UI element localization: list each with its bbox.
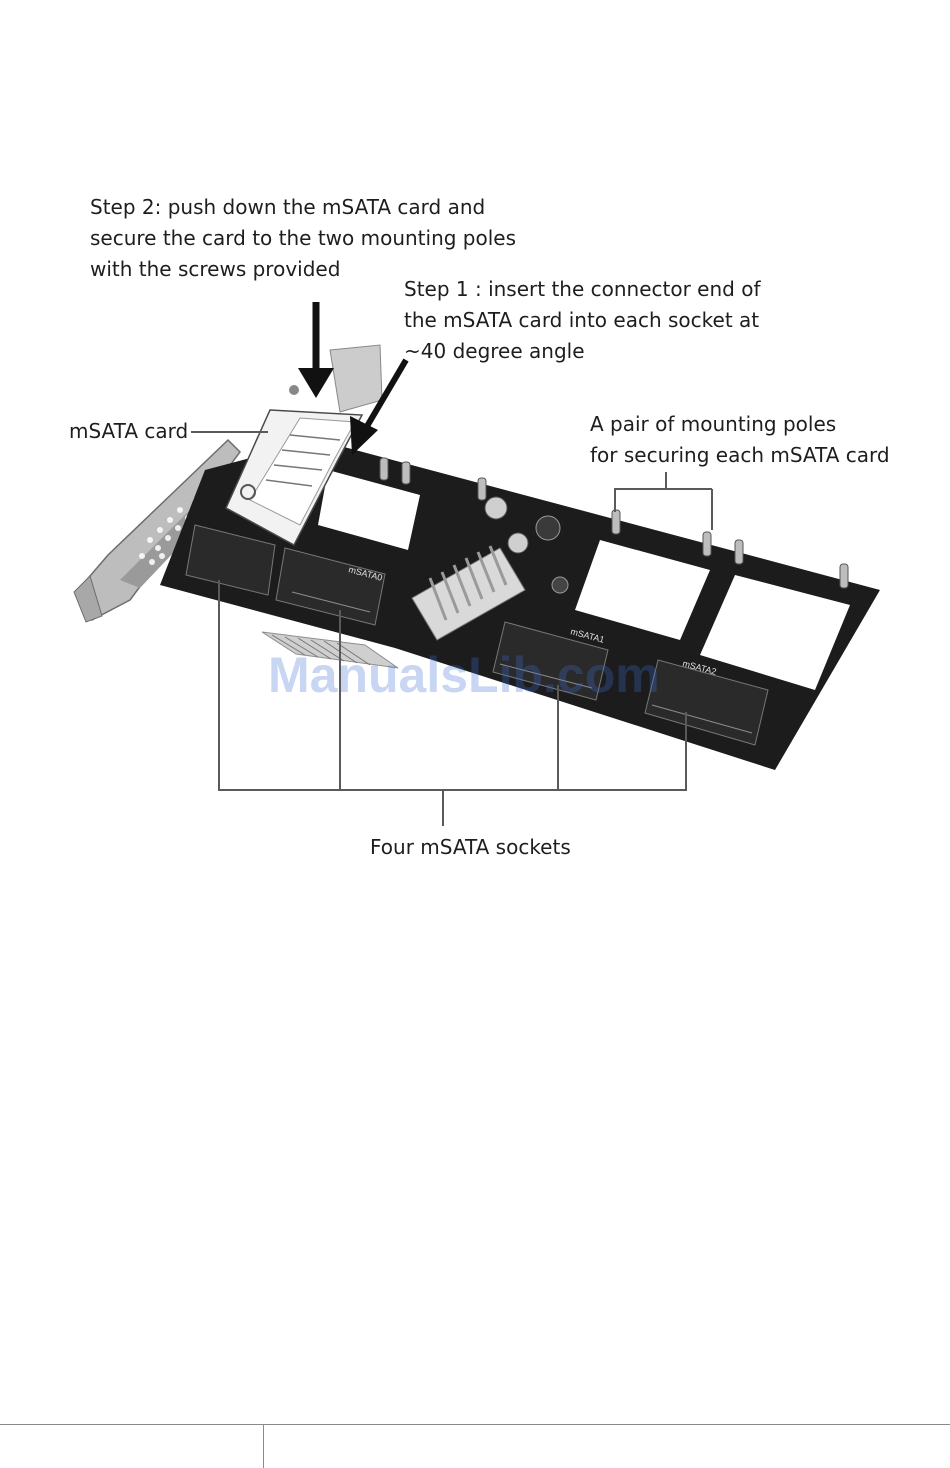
msata-card-label: mSATA card [69,419,189,443]
footer-divider [263,1424,264,1468]
watermark: ManualsLib.com [268,647,660,703]
step-2-label: Step 2: push down the mSATA card and sec… [90,195,517,281]
capacitors [484,496,569,594]
heatsink [411,545,526,641]
mounting-poles [379,457,849,589]
footer-rule [0,1424,950,1425]
msata-sockets [185,524,769,746]
insert-angle-arrow [350,358,409,455]
msata-card [225,344,383,547]
step-1-label: Step 1 : insert the connector end of the… [404,277,761,363]
leader-lines [191,431,713,826]
sockets-label: Four mSATA sockets [370,835,571,859]
push-down-arrow [298,302,334,398]
mounting-poles-label: A pair of mounting poles for securing ea… [590,412,890,467]
